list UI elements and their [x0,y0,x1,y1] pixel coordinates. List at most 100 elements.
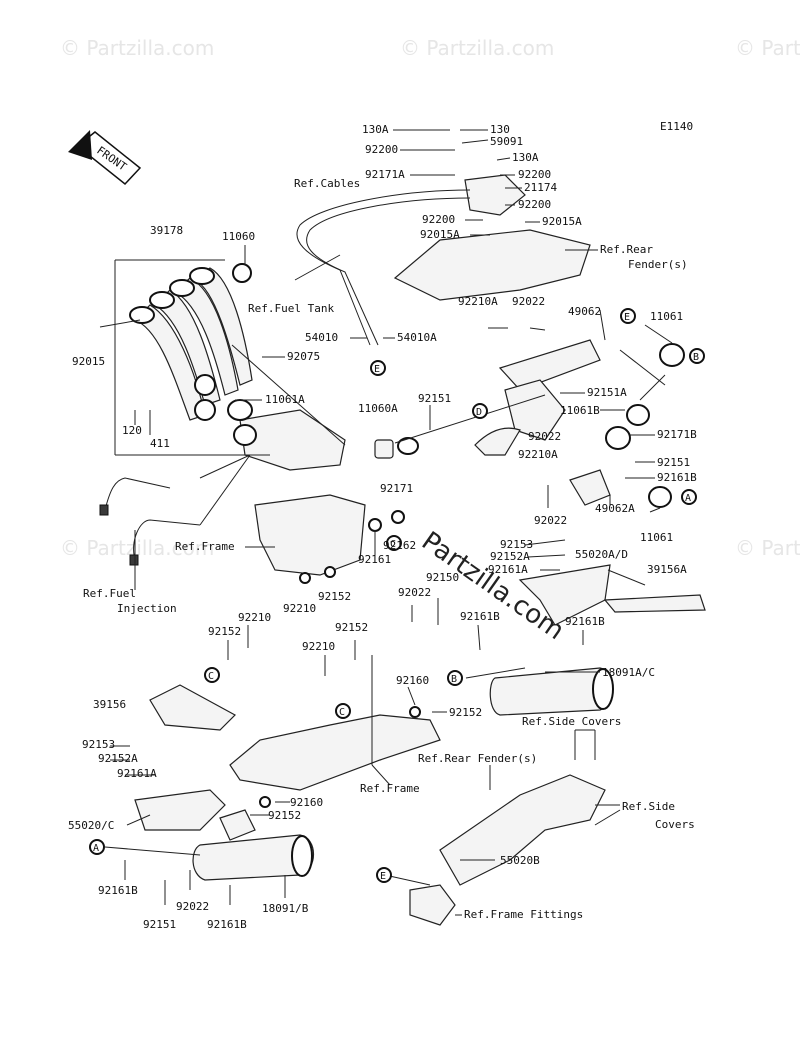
part-label: 92162 [383,539,416,552]
marker-d: E [374,364,380,375]
part-label: 55020B [500,854,540,867]
part-label: 59091 [490,135,523,148]
part-label: 411 [150,437,170,450]
part-label: 92171B [657,428,697,441]
part-label: 92152 [268,809,301,822]
ref-label: Ref.Fuel Tank [248,302,334,315]
part-label: 92160 [290,796,323,809]
part-label: 92151 [657,456,690,469]
part-label: 11060A [358,402,398,415]
marker-b: B [693,352,699,363]
ref-label: Covers [655,818,695,831]
part-label: 92022 [398,586,431,599]
part-label: 55020/C [68,819,114,832]
part-label: 92022 [512,295,545,308]
marker-a: A [93,843,99,854]
right-muffler [489,564,706,716]
watermark: © Partzilla.com [735,536,800,560]
part-label: 92152 [449,706,482,719]
part-label: 92161 [358,553,391,566]
part-label: 92022 [176,900,209,913]
ref-label: Ref.Cables [294,177,360,190]
part-label: 11061 [640,531,673,544]
marker-d: D [476,407,482,418]
ref-label: Ref.Side [622,800,675,813]
part-label: 11061A [265,393,305,406]
ref-label: Ref.Frame [360,782,420,795]
part-label: 92151A [587,386,627,399]
part-label: 92200 [422,213,455,226]
part-label: 39178 [150,224,183,237]
part-label: 55020A/D [575,548,628,561]
part-label: 18091/B [262,902,309,915]
exhaust-valve-cables [294,189,471,346]
part-label: 11061 [650,310,683,323]
watermark: © Partzilla.com [735,36,800,60]
part-label: 92210 [302,640,335,653]
part-label: 92153 [500,538,533,551]
left-muffler [134,789,314,881]
leader-lines [99,129,673,916]
part-label: 92161B [207,918,247,931]
part-label: 92151 [418,392,451,405]
part-label: 92210 [238,611,271,624]
exhaust-header-pipes [129,263,253,421]
part-label: 92152A [98,752,138,765]
part-label: 92171 [380,482,413,495]
marker-e: E [380,871,386,882]
marker-e: E [624,312,630,323]
part-label: 92152 [208,625,241,638]
heat-shield-39156 [149,684,236,731]
lower-collector [229,706,441,808]
part-label: 92200 [518,168,551,181]
diagram-code: E1140 [660,120,693,133]
part-label: 120 [122,424,142,437]
marker-a: A [685,493,691,504]
part-label: 92161A [117,767,157,780]
part-label: 92022 [528,430,561,443]
o2-sensor-cable [99,477,201,566]
mid-pipe [474,339,685,508]
watermark: © Partzilla.com [60,36,214,60]
part-label: 130A [362,123,389,136]
part-label: 54010A [397,331,437,344]
marker-b: B [451,674,457,685]
part-label: 11060 [222,230,255,243]
marker-c: C [390,539,396,550]
rear-fender-box [393,174,591,301]
part-label: 92150 [426,571,459,584]
part-label: 39156A [647,563,687,576]
part-label: 92161B [460,610,500,623]
part-label: 92161B [657,471,697,484]
part-label: 92210 [283,602,316,615]
ref-label: Ref.Rear Fender(s) [418,752,537,765]
part-label: 92075 [287,350,320,363]
heat-guard-55020B [409,774,606,926]
part-label: 92171A [365,168,405,181]
part-label: 92151 [143,918,176,931]
part-label: 92200 [365,143,398,156]
part-label: 92210A [518,448,558,461]
ref-label: Ref.Frame [175,540,235,553]
part-label: 92022 [534,514,567,527]
ref-label: Injection [117,602,177,615]
part-label: 92015 [72,355,105,368]
ref-label: Ref.Frame Fittings [464,908,583,921]
marker-c: C [339,707,345,718]
part-label: 92200 [518,198,551,211]
ref-label: Ref.Side Covers [522,715,621,728]
ref-label: Ref.Fuel [83,587,136,600]
part-label: 130A [512,151,539,164]
part-label: 92015A [420,228,460,241]
part-label: 92160 [396,674,429,687]
part-label: 92161B [98,884,138,897]
part-label: 130 [490,123,510,136]
part-label: 21174 [524,181,557,194]
part-labels: 130A 130 59091 92200 130A 92171A 92200 R… [68,123,697,931]
front-arrow-icon: FRONT [68,130,142,186]
part-label: 92161B [565,615,605,628]
part-label: 18091A/C [602,666,655,679]
part-label: 92152 [335,621,368,634]
part-label: 92210A [458,295,498,308]
